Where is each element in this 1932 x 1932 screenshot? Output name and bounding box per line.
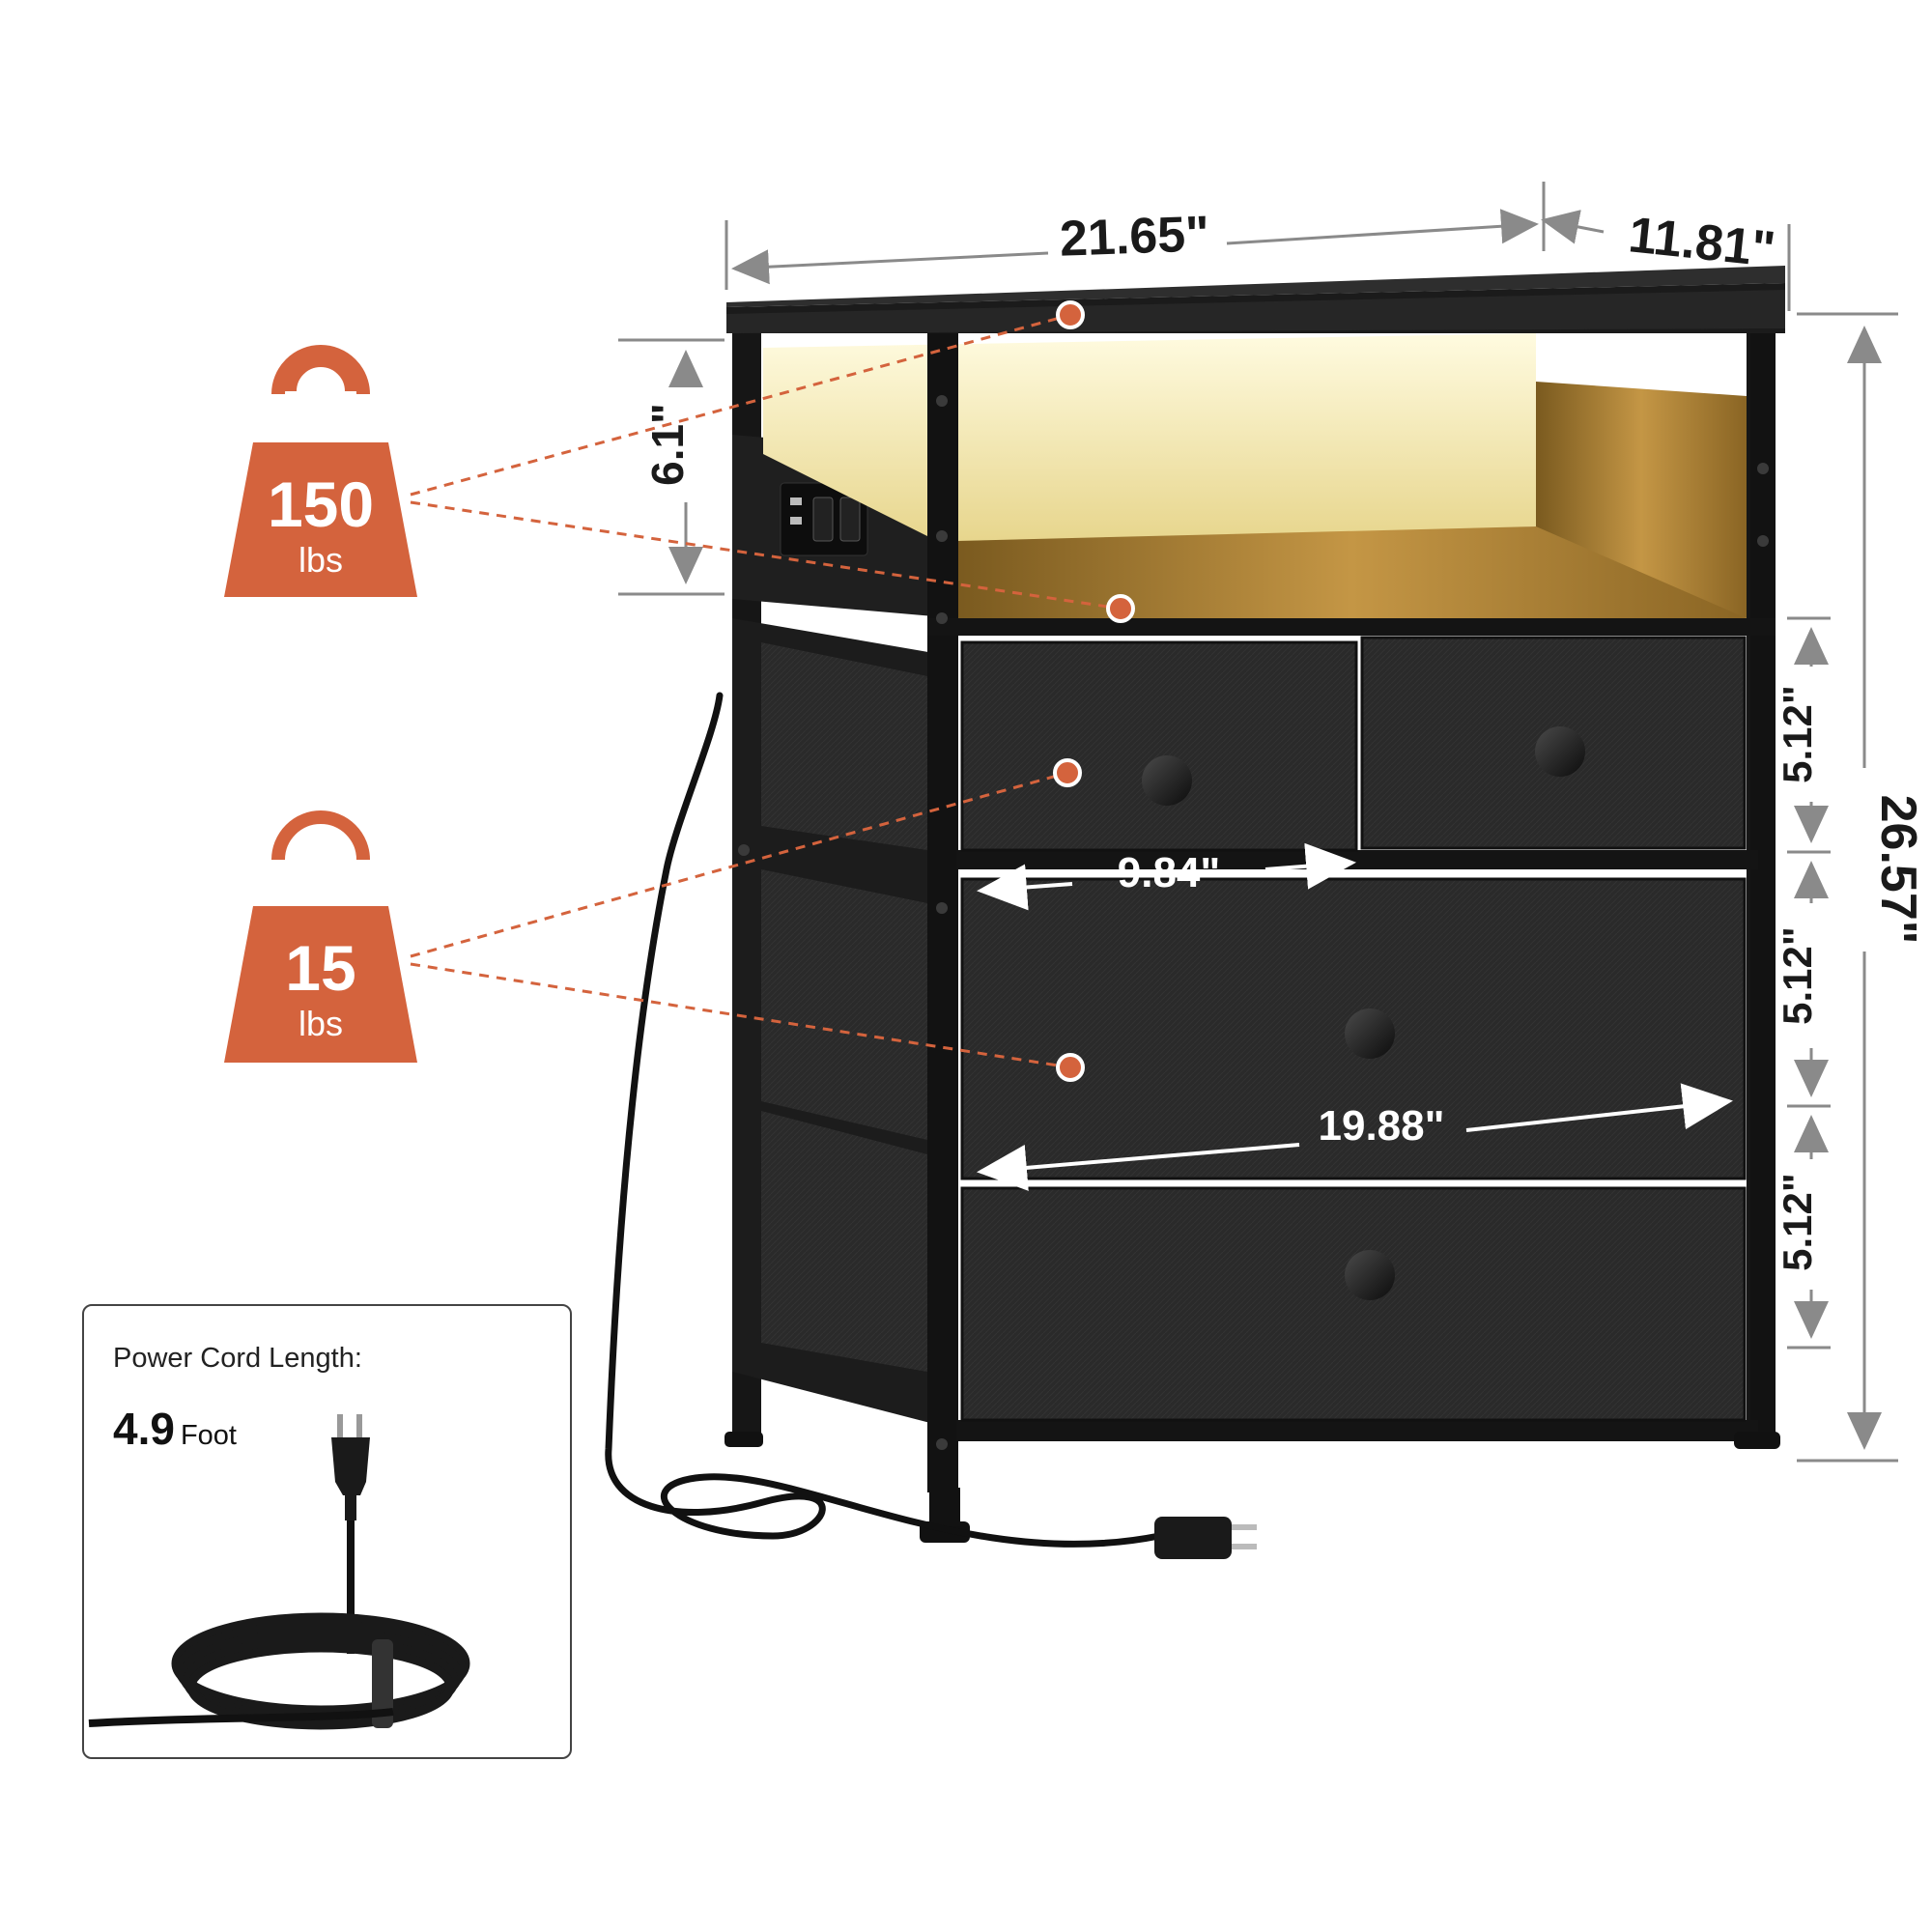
shelf-rail: [927, 618, 1776, 636]
top-board-front: [726, 290, 1785, 333]
depth-label: 11.81": [1626, 207, 1777, 278]
power-cord-length-value: 4.9: [113, 1404, 175, 1454]
plug-icon: [1154, 1517, 1257, 1559]
top-board: [726, 266, 1785, 307]
weight-badge-unit: lbs: [298, 540, 343, 580]
side-fabric-upper: [761, 642, 927, 850]
weight-badge-150: 150 lbs: [224, 345, 417, 597]
drawer-knob-icon[interactable]: [1535, 726, 1585, 777]
weight-handle-icon: [271, 345, 370, 395]
foot: [724, 1432, 763, 1447]
weight-icon: [224, 442, 417, 597]
side-fabric-mid: [761, 869, 927, 1140]
mid-rail: [956, 850, 1758, 869]
weight-handle-icon: [271, 810, 370, 861]
weight-badge-number: 15: [285, 932, 355, 1004]
weight-icon: [224, 906, 417, 1063]
drawer-height-label-2: 5.12": [1775, 926, 1820, 1025]
drawer-bottom[interactable]: [960, 1186, 1747, 1422]
drawer-width-arrows: [977, 842, 1733, 1191]
weight-badge-number: 150: [268, 469, 374, 540]
width-label: 21.65": [1059, 206, 1210, 267]
drawer-top-left[interactable]: [960, 640, 1358, 852]
leader-lines: [410, 313, 1122, 1069]
bottom-rail: [956, 1420, 1758, 1441]
usb-port-icon: [790, 497, 802, 505]
coiled-cord-icon: [88, 1414, 470, 1730]
drawer-height-label-3: 5.12": [1775, 1173, 1820, 1271]
front-right-post: [1750, 333, 1776, 1444]
leader-dots: [1053, 300, 1135, 1082]
screw-heads: [738, 395, 1769, 1450]
power-cord: [605, 692, 1163, 1548]
foot: [1734, 1432, 1780, 1449]
small-drawer-width-label: 9.84": [1118, 849, 1221, 896]
front-left-leg: [929, 1488, 960, 1526]
height-label: 26.57": [1870, 795, 1926, 945]
side-fabric-lower: [761, 1111, 927, 1372]
drawer-height-label-1: 5.12": [1775, 685, 1820, 783]
shelf-floor-wood: [956, 526, 1747, 628]
power-cord-title: Power Cord Length:: [113, 1343, 362, 1374]
nightstand: [724, 266, 1785, 1543]
drawer-knob-icon[interactable]: [1142, 755, 1192, 806]
drawer-knob-icon[interactable]: [1345, 1009, 1395, 1059]
usb-port-icon: [790, 517, 802, 525]
outlet-icon: [812, 497, 834, 542]
large-drawer-width-label: 19.88": [1319, 1102, 1445, 1150]
shelf-height-label: 6.1": [642, 403, 693, 486]
dimension-lines: [618, 182, 1898, 1463]
outlet-icon: [839, 497, 861, 542]
weight-badge-15: 15 lbs: [224, 810, 417, 1063]
weight-badge-unit: lbs: [298, 1004, 343, 1043]
drawer-knob-icon[interactable]: [1345, 1250, 1395, 1300]
power-cord-length-unit: Foot: [180, 1420, 237, 1451]
